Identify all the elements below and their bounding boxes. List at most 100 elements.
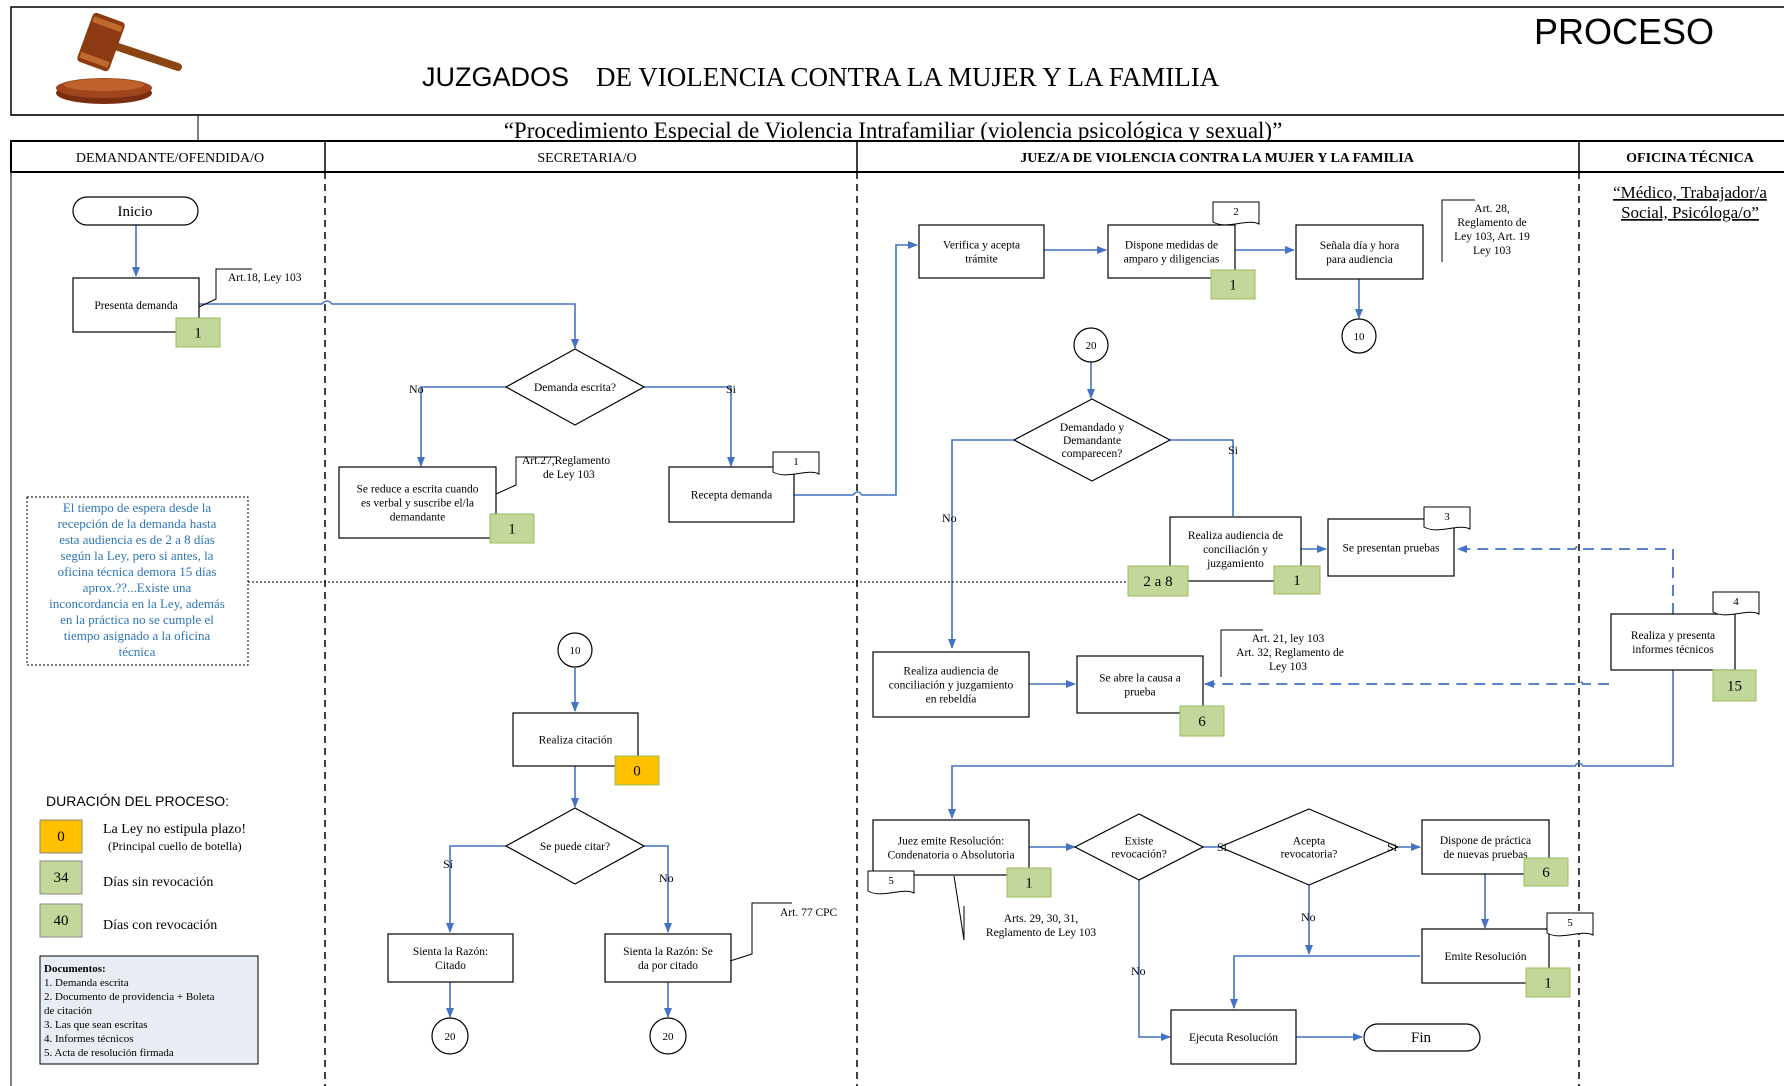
- juez-emite-box: Juez emite Resolución:Condenatoria o Abs…: [872, 819, 1030, 876]
- se-presentan-pruebas-text: Se presentan pruebas: [1342, 543, 1440, 555]
- dispone-medidas-text: Dispone medidas de: [1125, 240, 1218, 252]
- svg-text:“Médico, Trabajador/a: “Médico, Trabajador/a: [1613, 183, 1767, 202]
- svg-text:10: 10: [1354, 331, 1366, 343]
- decision-diamonds: Demanda escrita?Demandado yDemandantecom…: [504, 348, 1400, 886]
- document-number: 4: [1733, 596, 1739, 608]
- documents-item: 4. Informes técnicos: [44, 1033, 134, 1045]
- audiencia-rebeldia-text: Realiza audiencia de: [903, 666, 998, 678]
- wait-note-line: en la práctica no se cumple el: [60, 612, 214, 627]
- puede-citar-decision: Se puede citar?: [504, 807, 646, 885]
- svg-text:10: 10: [570, 645, 582, 657]
- documents-item: de citación: [44, 1005, 92, 1017]
- legend-title: DURACIÓN DEL PROCESO:: [46, 793, 229, 809]
- svg-text:de Ley 103: de Ley 103: [543, 469, 595, 481]
- comparecen-text: Demandante: [1063, 435, 1121, 447]
- acepta-revocatoria-text: Acepta: [1293, 836, 1326, 848]
- svg-text:Art. 77 CPC: Art. 77 CPC: [780, 907, 838, 919]
- audiencia-rebeldia-text: conciliación y juzgamiento: [889, 680, 1014, 692]
- sienta-citado-text: Citado: [435, 960, 466, 972]
- header: JUZGADOS DE VIOLENCIA CONTRA LA MUJER Y …: [10, 6, 1784, 143]
- connector-labels: 20 10 10 20 20: [445, 331, 1366, 1043]
- sienta-citado-box: Sienta la Razón:Citado: [387, 933, 514, 983]
- realiza-audiencia-text: Realiza audiencia de: [1188, 530, 1283, 542]
- svg-text:Art. 21, ley 103: Art. 21, ley 103: [1252, 633, 1325, 645]
- legend-label: Días con revocación: [103, 918, 217, 933]
- dispone-medidas-text: amparo y diligencias: [1124, 254, 1220, 266]
- document-icon: 5: [1546, 912, 1594, 937]
- svg-text:No: No: [659, 871, 674, 885]
- legend-label: La Ley no estipula plazo!: [103, 822, 246, 837]
- duration-value: 1: [1293, 573, 1301, 589]
- svg-text:Art. 28,: Art. 28,: [1474, 203, 1510, 215]
- audiencia-rebeldia-text: en rebeldía: [926, 694, 977, 706]
- wait-note-line: oficina técnica demora 15 días: [58, 564, 217, 579]
- svg-text:20: 20: [1086, 340, 1098, 352]
- svg-text:Inicio: Inicio: [118, 204, 153, 220]
- duration-box-emite: 1: [1525, 967, 1571, 998]
- document-icon: 2: [1212, 201, 1260, 226]
- duration-value: 1: [194, 326, 202, 342]
- ejecuta-resolucion-text: Ejecuta Resolución: [1189, 1032, 1278, 1044]
- legend-value: 40: [54, 913, 69, 929]
- recepta-demanda-text: Recepta demanda: [691, 490, 772, 502]
- document-number: 5: [1567, 917, 1573, 929]
- svg-text:No: No: [1131, 964, 1146, 978]
- swimlane-header: DEMANDANTE/OFENDIDA/O SECRETARIA/O JUEZ/…: [10, 140, 1784, 173]
- svg-text:20: 20: [445, 1031, 457, 1043]
- legend-value: 0: [57, 829, 65, 845]
- audiencia-rebeldia-box: Realiza audiencia de conciliación y juzga…: [872, 651, 1030, 718]
- svg-text:Ley 103, Art. 19: Ley 103, Art. 19: [1454, 231, 1530, 243]
- svg-text:Social, Psicóloga/o”: Social, Psicóloga/o”: [1621, 203, 1759, 222]
- duration-value: 1: [1544, 976, 1552, 992]
- lane-demandante: DEMANDANTE/OFENDIDA/O: [76, 151, 264, 166]
- duration-box-dispone: 1: [1210, 269, 1256, 300]
- legend-item: 40 Días con revocación: [39, 903, 217, 938]
- existe-revocacion-text: revocación?: [1111, 849, 1167, 861]
- proceso-label: PROCESO: [1534, 11, 1714, 52]
- existe-revocacion-text: Existe: [1125, 836, 1154, 848]
- svg-text:Ley 103: Ley 103: [1473, 245, 1511, 257]
- document-number: 2: [1233, 206, 1239, 218]
- duration-box-juez: 1: [1006, 867, 1052, 898]
- legend-sublabel: (Principal cuello de botella): [108, 839, 242, 853]
- svg-text:Reglamento de: Reglamento de: [1457, 217, 1526, 229]
- recepta-demanda-box: Recepta demanda: [668, 466, 795, 523]
- annotation-text: Art.18, Ley 103 Art.27,Reglamento de Ley…: [228, 203, 1530, 939]
- svg-text:Si: Si: [726, 382, 737, 396]
- wait-note-line: recepción de la demanda hasta: [58, 516, 217, 531]
- svg-text:Si: Si: [1228, 443, 1239, 457]
- end-terminal: Fin: [1363, 1023, 1481, 1052]
- demanda-escrita-decision: Demanda escrita?: [504, 348, 646, 426]
- svg-text:Sí: Sí: [443, 857, 454, 871]
- se-reduce-text: Se reduce a escrita cuando: [357, 484, 479, 496]
- svg-text:Reglamento de Ley 103: Reglamento de Ley 103: [986, 927, 1096, 939]
- svg-text:Si: Si: [1217, 840, 1228, 854]
- svg-text:No: No: [409, 382, 424, 396]
- sienta-por-citado-text: Sienta la Razón: Se: [623, 946, 713, 958]
- documents-item: 1. Demanda escrita: [44, 977, 129, 989]
- document-number: 1: [793, 456, 799, 468]
- se-presentan-pruebas-box: Se presentan pruebas: [1327, 518, 1455, 577]
- demanda-escrita-text: Demanda escrita?: [534, 382, 616, 394]
- documents-item: 5. Acta de resolución firmada: [44, 1047, 174, 1059]
- document-icon: 3: [1423, 506, 1471, 531]
- documents-item: 2. Documento de providencia + Boleta: [44, 991, 215, 1003]
- wait-note-line: esta audiencia es de 2 a 8 días: [59, 532, 215, 547]
- acepta-revocatoria-text: revocatoria?: [1281, 849, 1338, 861]
- duration-value: 1: [508, 522, 516, 538]
- duration-value: 6: [1198, 714, 1206, 730]
- duration-value: 2 a 8: [1143, 574, 1172, 590]
- title-violencia: DE VIOLENCIA CONTRA LA MUJER Y LA FAMILI…: [596, 62, 1220, 92]
- svg-text:Art.18, Ley 103: Art.18, Ley 103: [228, 272, 302, 284]
- realiza-informes-text: Realiza y presenta: [1631, 630, 1715, 642]
- verifica-text: Verifica y acepta: [943, 240, 1020, 252]
- connector-circles: [431, 318, 1377, 1055]
